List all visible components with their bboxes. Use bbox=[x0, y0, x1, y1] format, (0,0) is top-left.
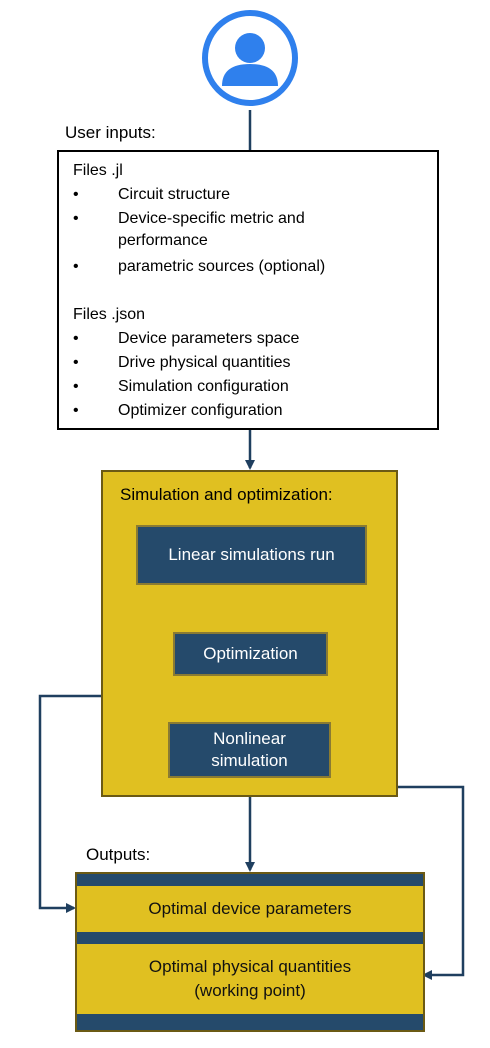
list-item: • Optimizer configuration bbox=[73, 400, 433, 422]
nonlinear-simulation-node: Nonlinear simulation bbox=[168, 722, 331, 778]
jl-item-circuit-structure: Circuit structure bbox=[118, 186, 231, 203]
jl-item-parametric-sources: parametric sources (optional) bbox=[118, 258, 326, 275]
bullet: • bbox=[73, 186, 79, 203]
bullet: • bbox=[73, 258, 79, 275]
jl-item-device-metric: Device-specific metric and performance bbox=[118, 210, 305, 249]
optimal-physical-quantities-label: Optimal physical quantities (working poi… bbox=[148, 957, 352, 1000]
outputs-label: Outputs: bbox=[86, 845, 151, 864]
simulation-title: Simulation and optimization: bbox=[120, 485, 333, 504]
bullet: • bbox=[73, 378, 79, 395]
optimization-node: Optimization bbox=[173, 632, 328, 676]
optimal-physical-quantities: Optimal physical quantities (working poi… bbox=[77, 944, 423, 1014]
jl-files-title: Files .jl bbox=[73, 162, 123, 179]
json-item-parameters-space: Device parameters space bbox=[118, 330, 300, 347]
list-item: • Simulation configuration bbox=[73, 376, 433, 398]
json-files-title: Files .json bbox=[73, 306, 146, 323]
optimal-device-parameters-label: Optimal device parameters bbox=[148, 899, 352, 918]
optimal-device-parameters: Optimal device parameters bbox=[77, 886, 423, 932]
list-item: • Device parameters space bbox=[73, 328, 433, 350]
user-inputs-box: Files .jl • Circuit structure • Device-s… bbox=[57, 150, 439, 430]
user-icon bbox=[202, 10, 298, 106]
bullet: • bbox=[73, 210, 79, 227]
simulation-optimization-box: Simulation and optimization: Linear simu… bbox=[101, 470, 398, 797]
nonlinear-simulation-label: Nonlinear simulation bbox=[211, 729, 288, 770]
json-item-optimizer-config: Optimizer configuration bbox=[118, 402, 283, 419]
outputs-box: Optimal device parameters Optimal physic… bbox=[75, 872, 425, 1032]
linear-simulations-label: Linear simulations run bbox=[168, 545, 335, 564]
linear-simulations-node: Linear simulations run bbox=[136, 525, 367, 585]
list-item: • Drive physical quantities bbox=[73, 352, 433, 374]
json-item-drive-quantities: Drive physical quantities bbox=[118, 354, 291, 371]
bullet: • bbox=[73, 330, 79, 347]
list-item: • Circuit structure bbox=[73, 184, 433, 206]
bullet: • bbox=[73, 402, 79, 419]
list-item: • parametric sources (optional) bbox=[73, 256, 433, 278]
user-inputs-label: User inputs: bbox=[65, 123, 156, 142]
list-item: • Device-specific metric and performance bbox=[73, 208, 433, 254]
json-item-simulation-config: Simulation configuration bbox=[118, 378, 289, 395]
bullet: • bbox=[73, 354, 79, 371]
optimization-label: Optimization bbox=[203, 644, 298, 663]
